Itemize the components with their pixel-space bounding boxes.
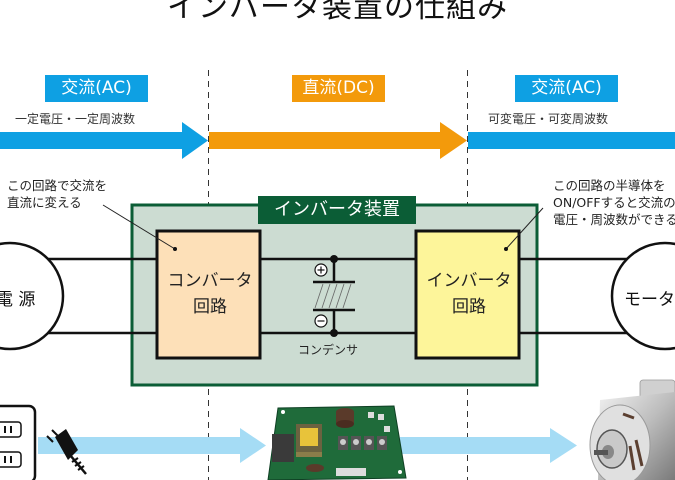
converter-note-leader [102, 204, 177, 251]
inverter-device-title: インバータ装置 [258, 196, 416, 224]
inverter-circuit-label: インバータ 回路 [416, 268, 522, 320]
converter-label-line1: コンバータ [167, 271, 253, 291]
dc-tag: 直流(DC) [292, 75, 385, 102]
motor-icon [589, 379, 675, 480]
inverter-note-leader [504, 207, 544, 251]
bottom-arrow-input [38, 428, 266, 463]
converter-circuit-box [155, 229, 262, 360]
converter-note: この回路で交流を 直流に変える [7, 178, 108, 210]
capacitor-label: コンデンサ [298, 343, 359, 357]
motor-label: モータ [624, 290, 675, 310]
converter-label-line2: 回路 [193, 297, 227, 317]
bottom-arrow-output [400, 428, 577, 463]
diagram-title: インバータ装置の仕組み [167, 0, 508, 25]
ac-input-tag: 交流(AC) [45, 75, 148, 102]
circuit-board-icon [267, 405, 407, 480]
converter-circuit-label: コンバータ 回路 [157, 268, 263, 320]
power-source-circle [0, 241, 65, 351]
inverter-circuit-box [414, 229, 521, 360]
ac-output-subtitle: 可変電圧・可変周波数 [488, 112, 609, 126]
capacitor-symbol [313, 255, 355, 337]
wall-outlet-icon [0, 404, 37, 480]
ac-output-arrow [468, 132, 675, 149]
dc-arrow [209, 122, 467, 159]
ac-output-tag: 交流(AC) [515, 75, 618, 102]
inverter-label-line1: インバータ [426, 271, 512, 291]
inverter-note: この回路の半導体を ON/OFFすると交流の 電圧・周波数ができる [553, 178, 675, 227]
ac-input-arrow [0, 122, 208, 159]
motor-circle [610, 241, 675, 351]
ac-input-subtitle: 一定電圧・一定周波数 [15, 112, 136, 126]
inverter-label-line2: 回路 [452, 297, 486, 317]
power-source-label: 電 源 [0, 290, 36, 310]
power-plug-icon [46, 429, 87, 475]
